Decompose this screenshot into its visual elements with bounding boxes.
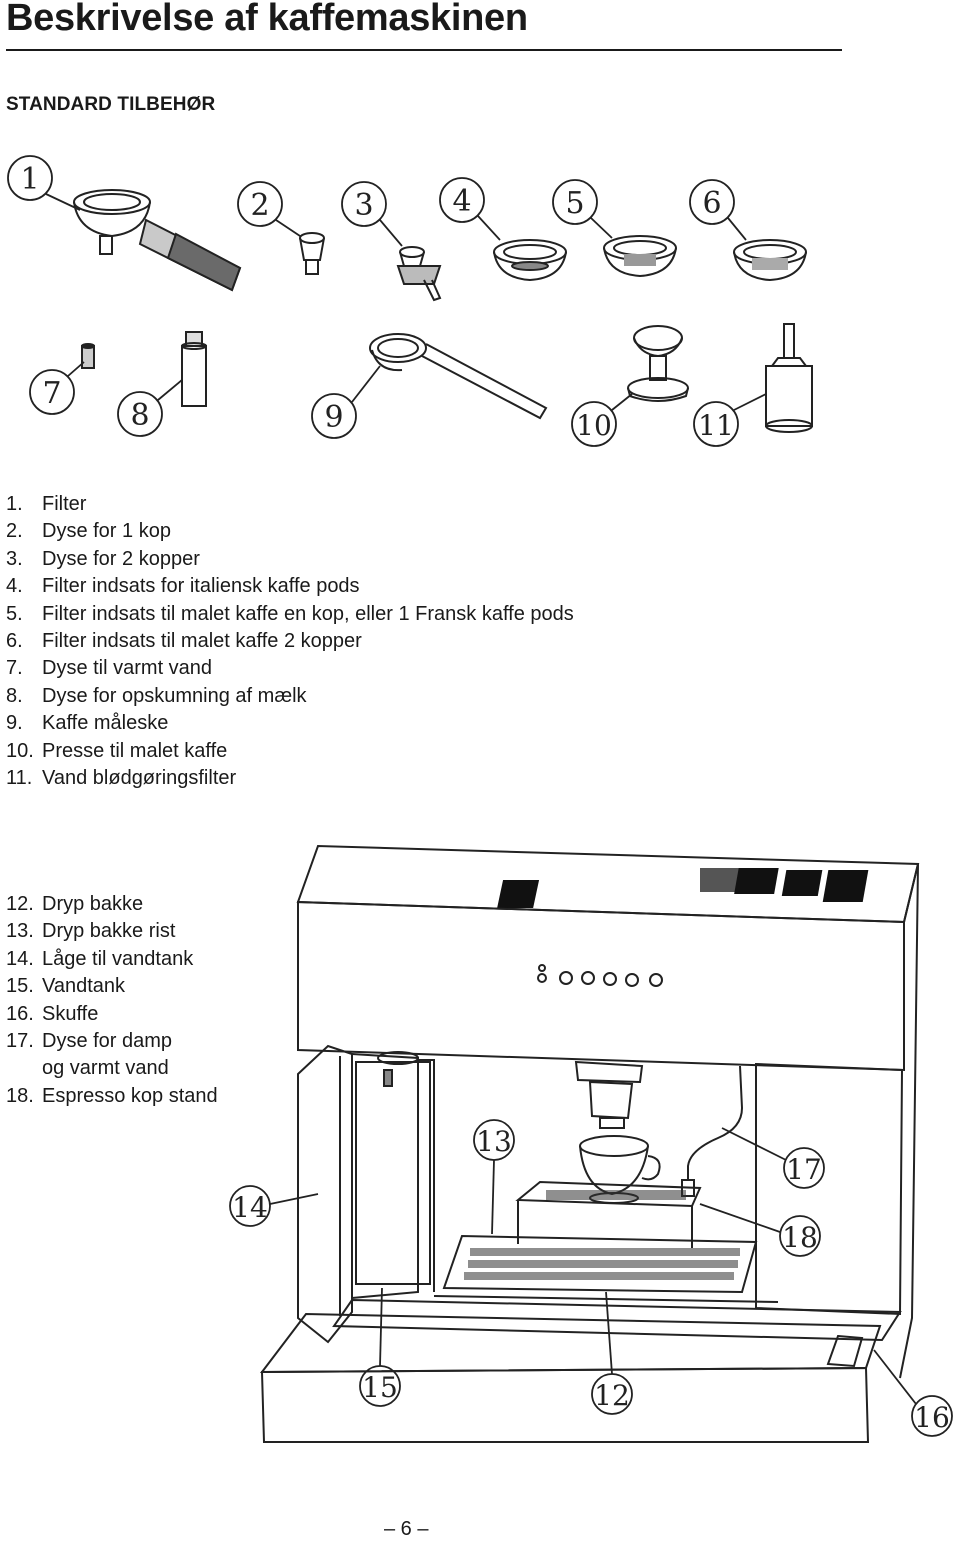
callout-15: 15 [362, 1371, 398, 1404]
brew-group-drawing [574, 1060, 644, 1129]
machine-illustration: 13 14 17 18 15 12 16 [229, 844, 953, 1443]
list-item: 16.Skuffe [6, 1002, 99, 1025]
list-item: 18.Espresso kop stand [6, 1084, 218, 1107]
callout-11: 11 [698, 409, 734, 442]
accessories-list: 1.Filter 2.Dyse for 1 kop 3.Dyse for 2 k… [6, 491, 706, 792]
page-title: Beskrivelse af kaffemaskinen [6, 0, 528, 39]
callout-1: 1 [20, 162, 39, 197]
steam-wand-drawing [681, 1065, 744, 1197]
callout-7: 7 [42, 376, 61, 411]
double-spout-drawing [396, 246, 442, 302]
callout-5: 5 [565, 186, 584, 221]
list-item: 3.Dyse for 2 kopper [6, 547, 200, 570]
callout-3: 3 [354, 188, 373, 223]
callout-18: 18 [782, 1221, 818, 1254]
callout-4: 4 [452, 184, 471, 219]
callout-13: 13 [476, 1125, 512, 1158]
callout-9: 9 [324, 400, 343, 435]
water-tank-drawing [355, 1051, 431, 1285]
section-heading: STANDARD TILBEHØR [6, 94, 216, 115]
callout-10: 10 [576, 409, 612, 442]
drip-tray-grid-drawing [442, 1234, 758, 1294]
callout-12: 12 [594, 1379, 630, 1412]
list-item: 13.Dryp bakke rist [6, 920, 176, 943]
list-item: 1.Filter [6, 493, 87, 515]
drawer-drawing [259, 1312, 882, 1443]
water-filter-drawing [765, 323, 813, 433]
filter-basket-5-drawing [603, 235, 677, 278]
list-item: og varmt vand [42, 1057, 169, 1080]
callout-8: 8 [130, 398, 149, 433]
page-number: – 6 – [384, 1518, 429, 1540]
tamper-drawing [627, 325, 689, 402]
list-item: 2.Dyse for 1 kop [6, 520, 171, 543]
callout-16: 16 [914, 1401, 950, 1434]
filter-basket-4-drawing [493, 239, 567, 282]
control-panel [537, 964, 663, 987]
portafilter-drawing [73, 189, 242, 292]
title-divider [6, 49, 842, 51]
callout-17: 17 [786, 1153, 822, 1186]
filter-basket-6-drawing [733, 239, 807, 282]
callout-6: 6 [702, 186, 721, 221]
list-item: 10.Presse til malet kaffe [6, 739, 228, 762]
machine-parts-list: 12.Dryp bakke 13.Dryp bakke rist 14.Låge… [6, 891, 306, 1110]
callout-14: 14 [232, 1191, 268, 1224]
list-item: 11.Vand blødgøringsfilter [6, 766, 237, 789]
list-item: 7.Dyse til varmt vand [6, 657, 213, 680]
list-item: 9.Kaffe måleske [6, 712, 169, 735]
accessories-illustration: 1 2 3 4 5 6 7 8 9 10 11 [7, 155, 813, 447]
callout-2: 2 [250, 188, 269, 223]
frothing-nozzle-drawing [181, 331, 207, 407]
list-item: 4.Filter indsats for italiensk kaffe pod… [6, 575, 360, 598]
hot-water-nozzle-drawing [81, 343, 95, 369]
vent-slots [497, 868, 869, 908]
single-spout-drawing [299, 232, 325, 275]
list-item: 17.Dyse for damp [6, 1029, 173, 1052]
list-item: 6.Filter indsats til malet kaffe 2 koppe… [6, 629, 362, 652]
list-item: 12.Dryp bakke [6, 893, 144, 915]
list-item: 15.Vandtank [6, 975, 126, 998]
list-item: 5.Filter indsats til malet kaffe en kop,… [6, 602, 574, 625]
list-item: 14.Låge til vandtank [6, 947, 194, 970]
measuring-spoon-drawing [369, 333, 548, 420]
list-item: 8.Dyse for opskumning af mælk [6, 684, 307, 707]
